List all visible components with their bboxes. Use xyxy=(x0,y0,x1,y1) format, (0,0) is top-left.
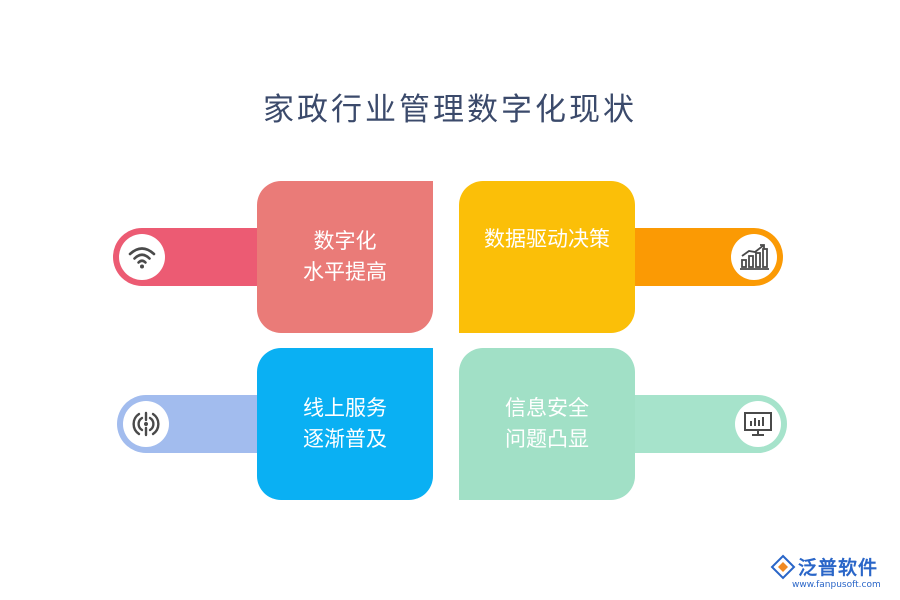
item-3-card: 线上服务 逐渐普及 xyxy=(257,348,433,500)
item-4-icon-circle xyxy=(735,401,781,447)
wifi-icon xyxy=(128,247,156,269)
brand-logo-block: 泛普软件 www.fanpusoft.com xyxy=(768,552,894,596)
brand-url: www.fanpusoft.com xyxy=(792,580,881,590)
item-2-icon-circle xyxy=(731,234,777,280)
item-2-line1: 数据驱动决策 xyxy=(484,226,610,251)
item-4-line1: 信息安全 xyxy=(505,396,589,420)
item-3-line1: 线上服务 xyxy=(303,396,387,420)
item-4-line2: 问题凸显 xyxy=(505,427,589,451)
item-1-line2: 水平提高 xyxy=(303,260,387,284)
brand-logo-icon xyxy=(770,554,796,580)
item-1-icon-circle xyxy=(119,234,165,280)
brand-name: 泛普软件 xyxy=(798,557,879,579)
page-title: 家政行业管理数字化现状 xyxy=(263,92,637,128)
item-2-card: 数据驱动决策 xyxy=(459,181,635,333)
item-3-line2: 逐渐普及 xyxy=(303,427,387,451)
monitor-chart-icon xyxy=(744,412,772,436)
item-4-card: 信息安全 问题凸显 xyxy=(459,348,635,500)
item-1-card: 数字化 水平提高 xyxy=(257,181,433,333)
antenna-signal-icon xyxy=(132,411,160,437)
bar-chart-icon xyxy=(740,244,769,270)
item-3-icon-circle xyxy=(123,401,169,447)
item-1-line1: 数字化 xyxy=(313,229,377,253)
